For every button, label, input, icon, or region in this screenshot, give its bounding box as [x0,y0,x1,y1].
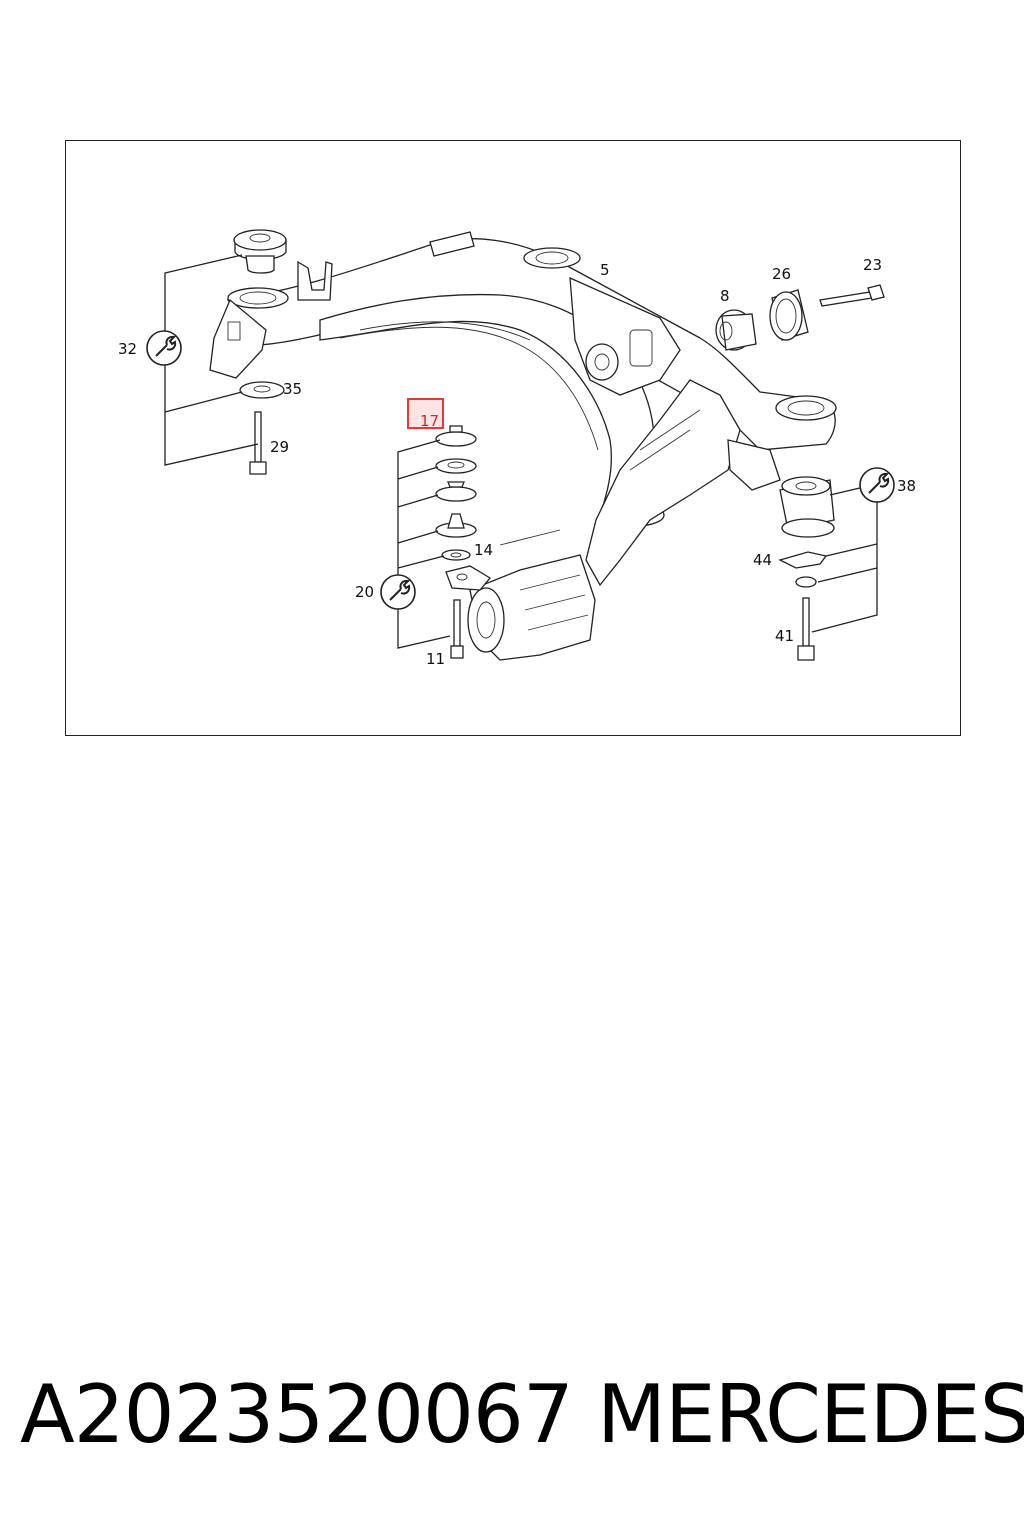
wrench-icon [146,330,182,366]
brand-name: MERCEDES [597,1368,1024,1461]
diagram-frame [65,140,961,736]
wrench-icon [380,574,416,610]
callout-5: 5 [600,261,610,279]
part-number: A2023520067 [20,1368,574,1461]
callout-38: 38 [897,477,916,495]
callout-41: 41 [775,627,794,645]
callout-35: 35 [283,380,302,398]
callout-11: 11 [426,650,445,668]
subframe-exploded-diagram: 5 8 26 23 32 35 29 17 14 20 11 38 44 41 [118,229,916,668]
callout-8: 8 [720,287,730,305]
callout-32: 32 [118,340,137,358]
wrench-icon [859,467,895,503]
highlight-box-17 [407,398,444,429]
centre-mount-stack [397,398,477,659]
callout-29: 29 [270,438,289,456]
right-mount-parts [715,284,885,661]
callout-44: 44 [753,551,772,569]
callout-23: 23 [863,256,882,274]
callout-20: 20 [355,583,374,601]
callout-17: 17 [420,412,439,430]
rear-subframe [209,231,837,587]
left-mount-parts [164,229,287,475]
callout-14: 14 [474,541,493,559]
differential-housing [445,529,596,661]
callout-26: 26 [772,265,791,283]
